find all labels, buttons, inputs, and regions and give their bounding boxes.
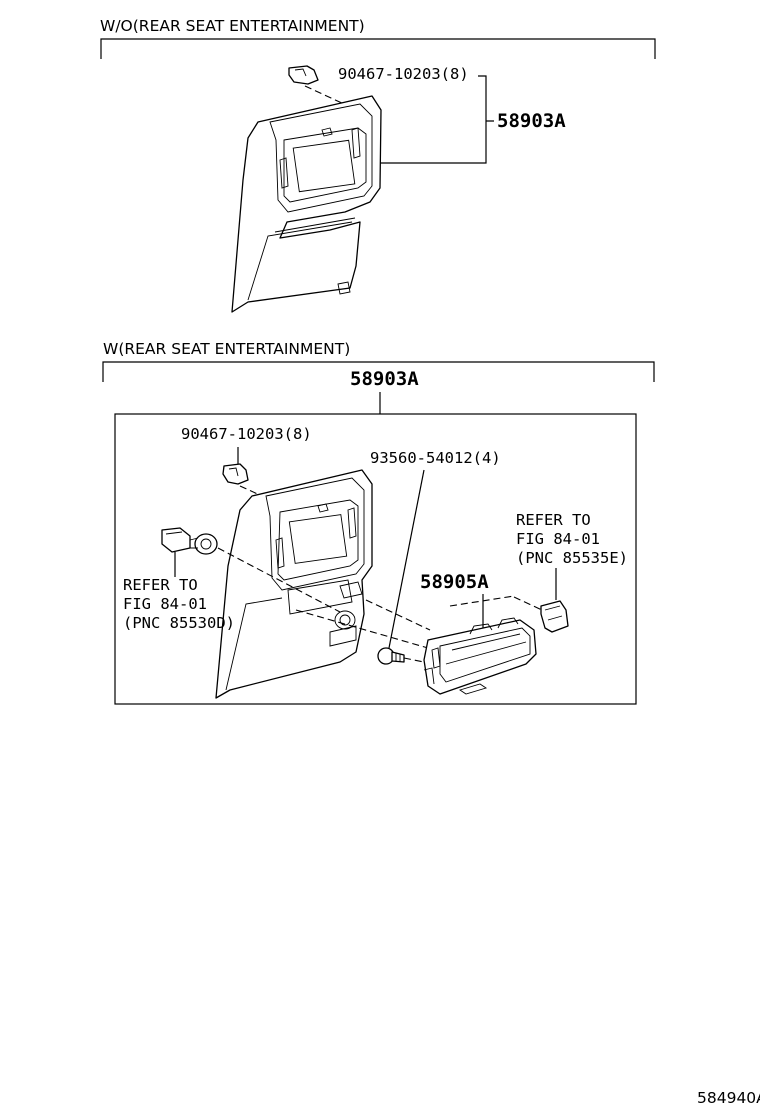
refer-left-line-1: REFER TO [123,576,198,594]
label-tray: 58905A [420,571,489,593]
clip-part-top [288,65,319,85]
label-assembly-bottom: 58903A [350,368,419,390]
section-bracket-without [100,38,656,59]
refer-left-line-2: FIG 84-01 [123,595,207,613]
refer-right-line-3: (PNC 85535E) [516,549,628,567]
refer-right-line-2: FIG 84-01 [516,530,600,548]
screw-part [377,647,405,665]
label-clip-top: 90467-10203(8) [338,65,469,83]
dash-socket-left [217,547,341,613]
refer-left-line-3: (PNC 85530D) [123,614,235,632]
leader-clip-top [304,85,345,105]
leader-clip-bottom-dash [239,485,263,497]
dash-tray-top [449,595,515,607]
console-panel-bottom [215,469,373,699]
assembly-frame [114,413,637,705]
dash-plug-right [513,596,543,611]
leader-assembly-top [380,75,494,164]
plug-part-right [540,600,569,633]
tray-module-part [423,617,537,695]
section-title-with: W(REAR SEAT ENTERTAINMENT) [103,340,350,358]
section-bracket-with [102,361,655,382]
dash-panel-tray-2 [365,599,431,631]
dash-screw [403,657,425,663]
label-assembly-top: 58903A [497,110,566,132]
dash-panel-tray-1 [295,609,429,649]
label-clip-bottom: 90467-10203(8) [181,425,312,443]
label-screw: 93560-54012(4) [370,449,501,467]
console-panel-top [231,95,382,313]
leader-screw [388,469,425,649]
section-with-rse: W(REAR SEAT ENTERTAINMENT) 58903A 90467-… [102,340,655,705]
socket-part-left [161,527,218,555]
section-title-without: W/O(REAR SEAT ENTERTAINMENT) [100,17,365,35]
clip-part-bottom [222,463,249,485]
section-without-rse: W/O(REAR SEAT ENTERTAINMENT) 90467-10203… [100,17,656,313]
illustration-code: 584940A [697,1089,760,1107]
refer-right-line-1: REFER TO [516,511,591,529]
